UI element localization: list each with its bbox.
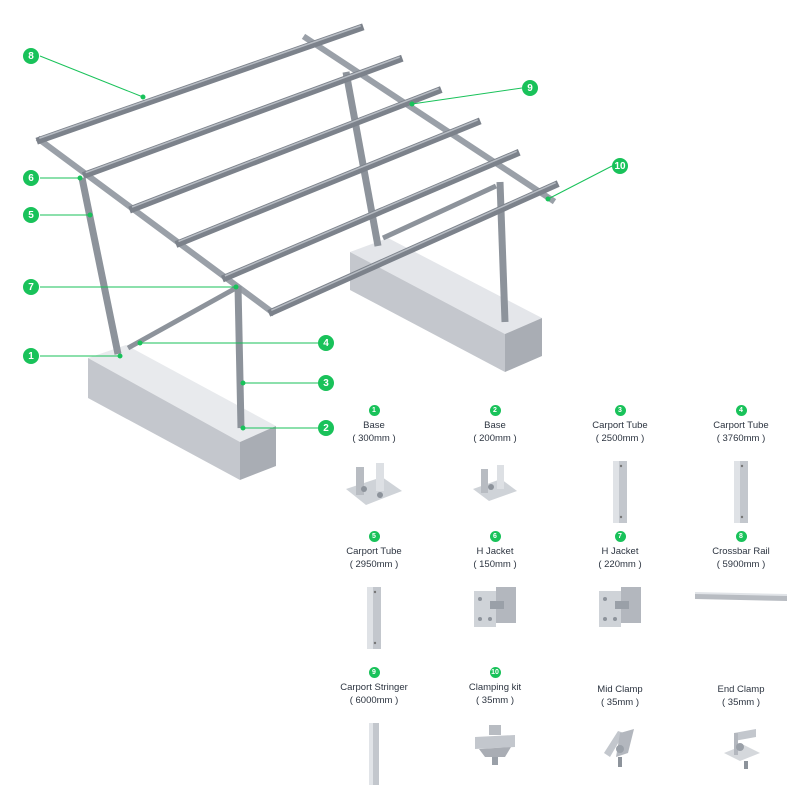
part-name: Carport Stringer: [340, 682, 408, 693]
part-size: ( 200mm ): [473, 433, 517, 444]
stringer-icon: [314, 721, 434, 791]
part-number-badge: 5: [368, 531, 380, 542]
callout-6: 6: [23, 170, 39, 186]
crossbar-rail: [81, 54, 404, 179]
crossbar-rail-highlight: [85, 56, 400, 174]
part-number-badge: 3: [614, 405, 626, 416]
part-name: Carport Tube: [592, 420, 648, 431]
stringer-back: [301, 33, 557, 205]
part-name: H Jacket: [476, 546, 514, 557]
part-number-badge: 8: [735, 531, 747, 542]
rail-icon: [681, 585, 800, 609]
front-concrete-block: [88, 345, 276, 480]
part-name: Carport Tube: [713, 420, 769, 431]
crossbar-rail-highlight: [39, 25, 361, 139]
callout-3: 3: [318, 375, 334, 391]
part-name: Base: [363, 420, 385, 431]
part-number-badge: 1: [368, 405, 380, 416]
h-jacket-icon: [435, 585, 555, 635]
part-number-badge: 6: [489, 531, 501, 542]
part-number-badge: 7: [614, 531, 626, 542]
tube-icon: [314, 585, 434, 655]
part-size: ( 6000mm ): [349, 695, 399, 706]
part-name: Carport Tube: [346, 546, 402, 557]
end-clamp-icon: [681, 723, 800, 777]
front-columns: [78, 177, 245, 429]
crossbar-rail-highlight: [178, 119, 478, 243]
h-jacket-icon: [560, 585, 680, 635]
crossbar-rail-highlight: [224, 150, 517, 277]
mid-clamp-icon: [560, 723, 680, 777]
part-name: Mid Clamp: [597, 684, 643, 695]
part-size: ( 300mm ): [352, 433, 396, 444]
part-size: ( 150mm ): [473, 559, 517, 570]
part-number-badge: 10: [489, 667, 501, 678]
part-size: ( 35mm ): [476, 695, 514, 706]
part-name: Base: [484, 420, 506, 431]
back-concrete-block: [350, 238, 542, 372]
callout-7: 7: [23, 279, 39, 295]
part-card: 7 H Jacket ( 220mm ): [560, 529, 680, 635]
callout-2: 2: [318, 420, 334, 436]
part-card: Mid Clamp ( 35mm ): [560, 665, 680, 777]
base-200-icon: [435, 459, 555, 509]
tube-icon: [560, 459, 680, 529]
part-card: 6 H Jacket ( 150mm ): [435, 529, 555, 635]
part-size: ( 35mm ): [722, 697, 760, 708]
callout-8: 8: [23, 48, 39, 64]
callout-5: 5: [23, 207, 39, 223]
crossbar-rail: [267, 180, 560, 317]
crossbar-rail: [35, 23, 365, 145]
leader-lines: [39, 55, 613, 431]
part-number-badge: 2: [489, 405, 501, 416]
part-name: Clamping kit: [468, 682, 522, 693]
callout-9: 9: [522, 80, 538, 96]
tube-icon: [681, 459, 800, 529]
part-name: Crossbar Rail: [712, 546, 770, 557]
crossbar-rail: [221, 149, 521, 283]
part-name: End Clamp: [717, 684, 765, 695]
part-name: H Jacket: [601, 546, 639, 557]
callout-10: 10: [612, 158, 628, 174]
crossbar-rail-highlight: [131, 87, 439, 208]
part-size: ( 220mm ): [598, 559, 642, 570]
part-number-badge: 9: [368, 667, 380, 678]
part-size: ( 5900mm ): [716, 559, 766, 570]
roof-rails: [35, 23, 560, 317]
part-number-badge: 4: [735, 405, 747, 416]
stringer-front: [35, 135, 277, 317]
part-size: ( 2950mm ): [349, 559, 399, 570]
crossbar-rail: [128, 86, 443, 214]
part-size: ( 35mm ): [601, 697, 639, 708]
callout-4: 4: [318, 335, 334, 351]
part-size: ( 2500mm ): [595, 433, 645, 444]
part-card: End Clamp ( 35mm ): [681, 665, 800, 777]
part-size: ( 3760mm ): [716, 433, 766, 444]
callout-1: 1: [23, 348, 39, 364]
clamping-kit-icon: [435, 721, 555, 775]
base-300-icon: [314, 459, 434, 513]
crossbar-rail: [174, 117, 482, 248]
crossbar-rail-highlight: [271, 182, 556, 311]
